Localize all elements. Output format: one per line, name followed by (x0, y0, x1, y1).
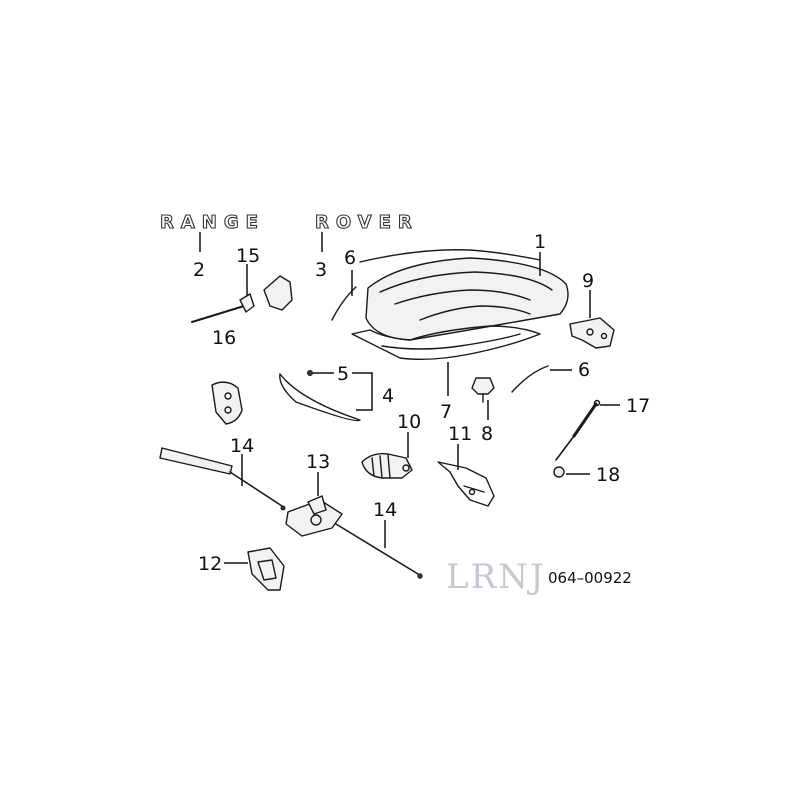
release-cable-part-14-lower (335, 523, 423, 579)
callout-14b: 14 (373, 499, 397, 521)
release-cable-part-14-upper (159, 447, 286, 511)
callout-14a: 14 (230, 435, 254, 457)
strip-part-4 (279, 373, 361, 422)
seal-right-part (511, 365, 549, 393)
callout-11: 11 (448, 423, 472, 445)
badge-range-text: RANGE (160, 212, 265, 233)
callout-18: 18 (596, 464, 620, 486)
callout-7: 7 (440, 401, 452, 423)
reference-number: 064–00922 (548, 569, 632, 587)
watermark-text: LRNJ (446, 557, 546, 597)
release-handle-part-15 (191, 275, 293, 323)
callout-17: 17 (626, 395, 650, 417)
callout-10: 10 (397, 411, 421, 433)
clip-part-8 (471, 377, 495, 403)
callout-15: 15 (236, 245, 260, 267)
callout-2: 2 (193, 259, 205, 281)
callout-8: 8 (481, 423, 493, 445)
hinge-part-11 (437, 461, 495, 507)
bonnet-part (359, 249, 569, 341)
badge-rover-text: ROVER (315, 212, 419, 233)
leader-4-bracket (352, 372, 373, 411)
callout-4: 4 (382, 385, 394, 407)
callout-9: 9 (582, 270, 594, 292)
latch-part-13 (285, 495, 343, 537)
seal-left-part (331, 286, 357, 321)
bracket-part-9 (569, 317, 615, 349)
callout-13: 13 (306, 451, 330, 473)
bumper-part-10 (361, 452, 413, 479)
callout-5: 5 (337, 363, 349, 385)
callout-1: 1 (534, 231, 546, 253)
gas-strut-part-17 (555, 399, 601, 461)
latch-part-16 (211, 381, 243, 425)
callout-12: 12 (198, 553, 222, 575)
callout-16: 16 (212, 327, 236, 349)
callout-6a: 6 (344, 247, 356, 269)
callout-3: 3 (315, 259, 327, 281)
cover-part-12 (247, 547, 285, 591)
callout-6b: 6 (578, 359, 590, 381)
nut-part-18 (553, 466, 565, 478)
screw-part-5 (307, 370, 313, 376)
bonnet-inner-panel-part (351, 325, 541, 361)
